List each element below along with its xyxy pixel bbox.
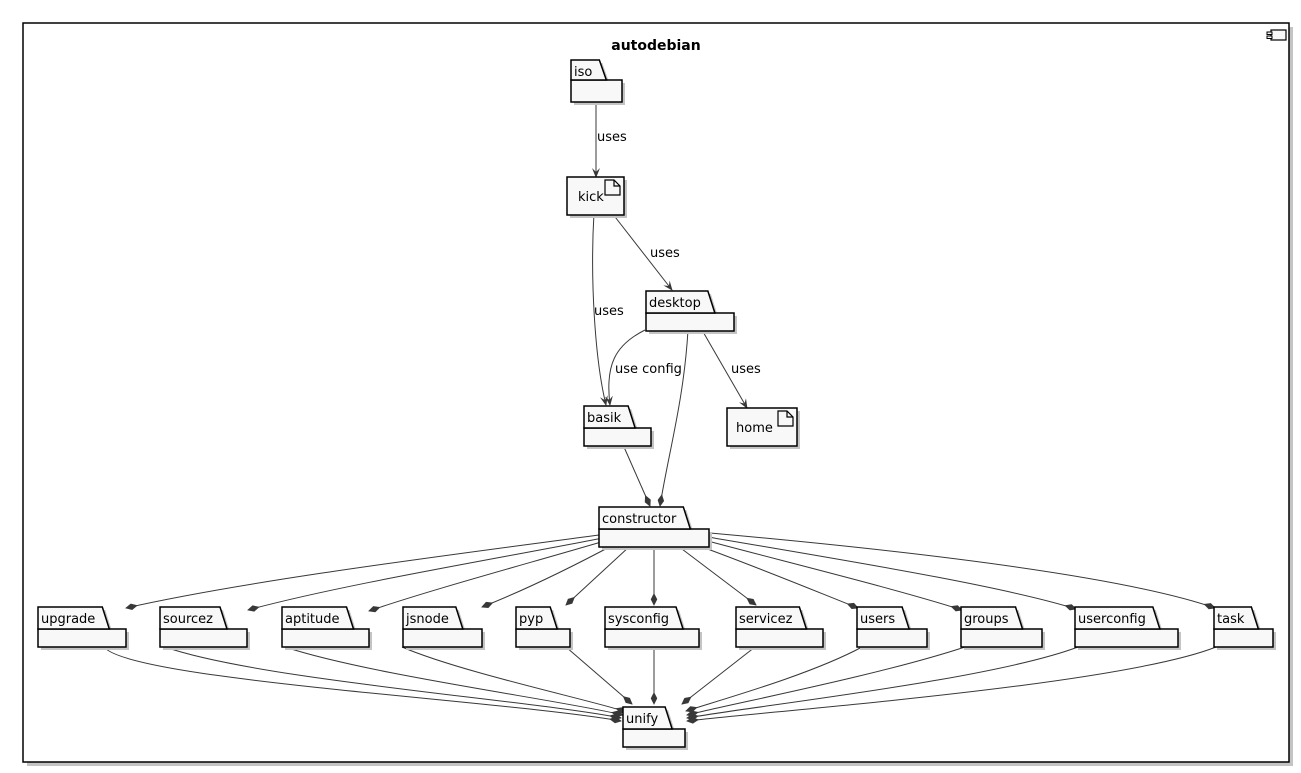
artifact-home: home [726,407,800,449]
edge-constructor-users [693,543,859,609]
node-label-userconfig: userconfig [1078,612,1146,627]
package-pyp: pyp [515,606,573,650]
edge-label-desktop-basik: use config [615,362,682,377]
package-iso: iso [570,59,625,105]
edge-task-unify [686,646,1217,724]
edge-constructor-aptitude [368,539,609,613]
node-label-basik: basik [587,411,622,426]
edge-label-kick-basik: uses [594,304,624,319]
node-label-home: home [736,421,773,436]
packages: iso desktop basik constructor upgrade sourcez… [37,59,1276,750]
package-upgrade: upgrade [37,606,129,650]
document-icon [604,179,621,196]
edge-kick-desktop [611,212,673,291]
package-sysconfig: sysconfig [604,606,702,650]
package-groups: groups [960,606,1045,650]
component-title: autodebian [611,38,700,54]
node-label-aptitude: aptitude [285,612,340,627]
node-label-iso: iso [574,65,592,80]
edge-aptitude-unify [284,646,624,717]
node-label-users: users [860,612,895,627]
package-jsnode: jsnode [402,606,485,650]
artifact-kick: kick [566,176,627,218]
package-servicez: servicez [735,606,826,650]
edge-desktop-home [701,329,748,409]
edge-pyp-unify [565,646,633,705]
node-label-sysconfig: sysconfig [608,612,669,627]
edge-constructor-pyp [565,545,631,606]
package-unify: unify [622,706,688,750]
node-label-sourcez: sourcez [163,612,213,627]
package-aptitude: aptitude [281,606,372,650]
edge-basik-constructor [623,446,651,507]
edge-upgrade-unify [103,646,622,724]
edge-constructor-sourcez [247,537,604,612]
node-label-upgrade: upgrade [41,612,95,627]
edge-constructor-userconfig [707,536,1077,611]
package-basik: basik [583,405,654,449]
edge-desktop-constructor [657,329,689,507]
package-constructor: constructor [598,506,712,550]
package-desktop: desktop [645,290,737,334]
component-frame: autodebian [22,22,1293,766]
edge-label-desktop-home: uses [731,362,761,377]
node-label-jsnode: jsnode [405,612,449,627]
edge-groups-unify [686,646,966,717]
edge-constructor-jsnode [481,543,616,608]
edge-constructor-task [709,532,1216,610]
edge-servicez-unify [681,646,756,705]
package-userconfig: userconfig [1074,606,1181,650]
node-label-pyp: pyp [519,612,543,627]
package-sourcez: sourcez [159,606,250,650]
edge-users-unify [685,646,863,713]
document-icon [777,410,794,427]
edge-desktop-basik [604,329,646,406]
node-label-task: task [1217,612,1245,627]
node-label-kick: kick [578,190,604,205]
node-label-constructor: constructor [602,512,677,527]
node-label-servicez: servicez [739,612,793,627]
edges: uses uses uses use config uses [103,98,1217,724]
edge-jsnode-unify [401,646,628,714]
package-task: task [1213,606,1276,650]
node-label-unify: unify [626,712,658,727]
edge-kick-basik [592,212,608,406]
edge-constructor-servicez [677,545,757,606]
package-users: users [856,606,930,650]
component-icon [1266,29,1287,41]
edge-sourcez-unify [164,646,622,721]
node-label-desktop: desktop [649,296,701,311]
edge-label-kick-desktop: uses [650,246,680,261]
edge-userconfig-unify [686,646,1079,721]
edge-constructor-groups [703,539,963,612]
edge-label-iso-kick: uses [597,130,627,145]
node-label-groups: groups [964,612,1009,627]
edge-constructor-upgrade [125,534,600,610]
